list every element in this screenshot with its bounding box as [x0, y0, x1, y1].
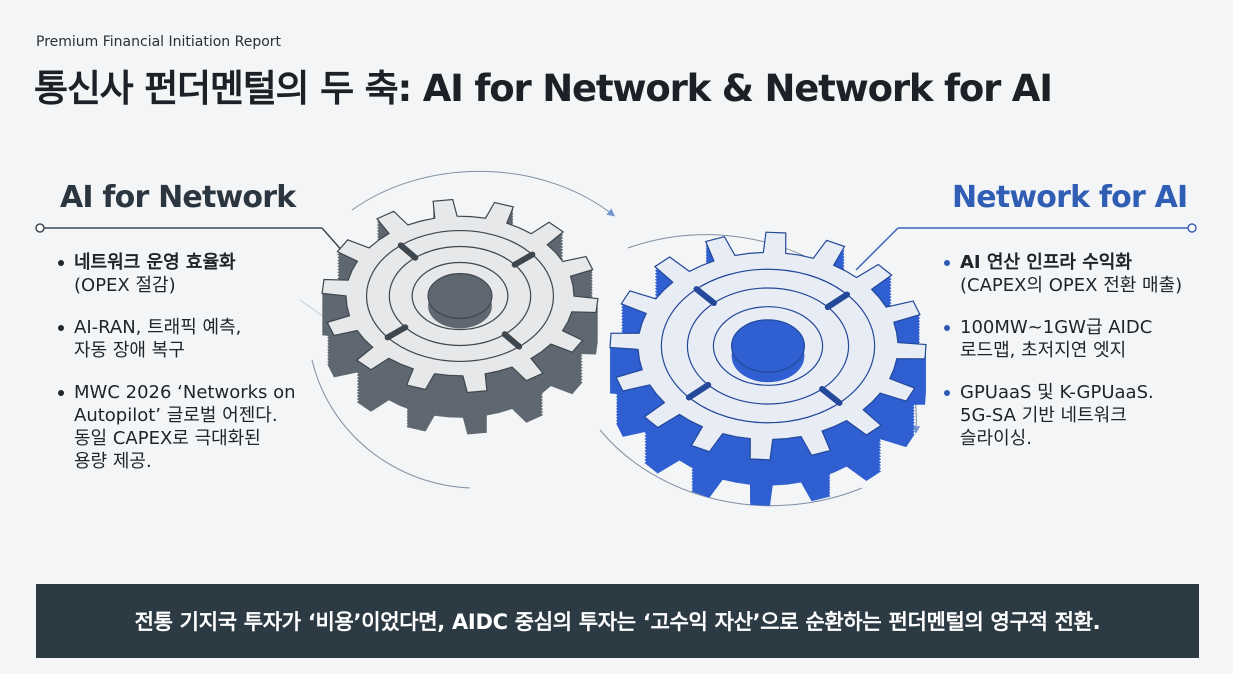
list-item: GPUaaS 및 K-GPUaaS. 5G-SA 기반 네트워크 슬라이싱. — [944, 381, 1204, 450]
point-heading: AI 연산 인프라 수익화 — [960, 252, 1132, 273]
point-heading: 네트워크 운영 효율화 — [74, 252, 236, 273]
point-line: 5G-SA 기반 네트워크 — [960, 405, 1127, 426]
list-item: 100MW~1GW급 AIDC 로드맵, 초저지연 엣지 — [944, 316, 1204, 362]
left-point-list: 네트워크 운영 효율화 (OPEX 절감) AI-RAN, 트래픽 예측, 자동… — [58, 251, 328, 473]
rotation-arrow-icon — [351, 170, 616, 217]
list-item: AI-RAN, 트래픽 예측, 자동 장애 복구 — [58, 316, 328, 362]
point-line: AI-RAN, 트래픽 예측, — [74, 317, 242, 338]
point-line: Autopilot’ 글로벌 어젠다. — [74, 405, 278, 426]
point-line: 슬라이싱. — [960, 428, 1032, 449]
right-panel-title: Network for AI — [952, 180, 1188, 215]
point-line: MWC 2026 ‘Networks on — [74, 382, 296, 403]
point-line: 자동 장애 복구 — [74, 340, 185, 361]
page-title: 통신사 펀더멘털의 두 축: AI for Network & Network … — [34, 67, 1053, 110]
right-point-list: AI 연산 인프라 수익화 (CAPEX의 OPEX 전환 매출) 100MW~… — [944, 251, 1204, 450]
list-item: 네트워크 운영 효율화 (OPEX 절감) — [58, 251, 328, 297]
point-line: 동일 CAPEX로 극대화된 — [74, 428, 261, 449]
point-line: 용량 제공. — [74, 451, 152, 472]
point-line: (OPEX 절감) — [74, 275, 176, 296]
summary-banner: 전통 기지국 투자가 ‘비용’이었다면, AIDC 중심의 투자는 ‘고수익 자… — [36, 584, 1199, 658]
left-panel-title: AI for Network — [60, 180, 296, 215]
summary-banner-text: 전통 기지국 투자가 ‘비용’이었다면, AIDC 중심의 투자는 ‘고수익 자… — [134, 610, 1101, 634]
point-line: 로드맵, 초저지연 엣지 — [960, 340, 1127, 361]
list-item: AI 연산 인프라 수익화 (CAPEX의 OPEX 전환 매출) — [944, 251, 1204, 297]
report-eyebrow: Premium Financial Initiation Report — [36, 34, 282, 50]
point-line: (CAPEX의 OPEX 전환 매출) — [960, 275, 1183, 296]
right-connector-line — [855, 223, 1197, 271]
list-item: MWC 2026 ‘Networks on Autopilot’ 글로벌 어젠다… — [58, 381, 328, 473]
point-line: GPUaaS 및 K-GPUaaS. — [960, 382, 1154, 403]
blue-gear-icon — [609, 231, 927, 506]
gray-gear-icon — [321, 198, 599, 435]
point-line: 100MW~1GW급 AIDC — [960, 317, 1153, 338]
